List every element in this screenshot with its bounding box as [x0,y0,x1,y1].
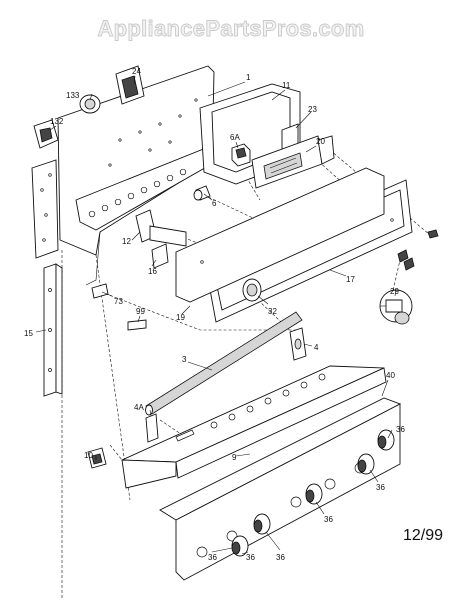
callout-17: 17 [346,275,355,284]
part-32-knob [242,278,262,302]
callout-1: 1 [246,73,251,82]
callout-20: 20 [316,137,325,146]
part-16-bracket [151,243,169,269]
part-6-shaft [193,185,211,201]
callout-12: 12 [122,237,131,246]
date-code: 12/99 [403,527,443,544]
callout-40: 40 [386,371,395,380]
part-12-bracket [135,209,187,247]
part-10-connector [87,447,107,469]
part-29-knob-screw [379,289,413,325]
valve-knob [253,513,271,535]
callout-9: 9 [232,453,237,462]
callout-4a: 4A [134,403,144,412]
callout-6: 6 [212,199,217,208]
callout-3: 3 [182,355,187,364]
part-73-clip [91,283,109,299]
watermark-text: AppliancePartsPros.com [97,16,364,41]
part-11-backguard-frame [199,83,301,185]
callout-99: 99 [136,307,145,316]
valve-knob [377,429,395,451]
callout-11: 11 [282,81,291,90]
callout-133: 133 [66,91,80,100]
valve-knob [305,483,323,505]
part-132-switch [33,119,59,149]
leader-lines [35,75,397,555]
part-19-backing-panel [175,167,385,303]
callout-36-b: 36 [376,483,385,492]
callout-36-c: 36 [324,515,333,524]
screws [397,229,439,271]
callout-132: 132 [50,117,64,126]
callout-36-d: 36 [276,553,285,562]
part-9-control-bracket [121,365,387,489]
valve-knob [357,453,375,475]
callout-36-a: 36 [396,425,405,434]
callout-6a: 6A [230,133,240,142]
part-20-clock-module [251,135,335,189]
callout-16: 16 [148,267,157,276]
part-99-clip [127,319,147,331]
part-6a-switch [231,143,251,167]
part-133-indicator-light [79,94,101,114]
part-24-rocker-switch [115,65,145,105]
part-4-bracket [289,327,307,361]
callout-36-f: 36 [208,553,217,562]
callout-23: 23 [308,105,317,114]
callout-24: 24 [132,67,141,76]
callout-10: 10 [84,451,93,460]
part-4a-bracket [145,413,159,443]
part-15-side-bracket [43,263,63,397]
callout-4: 4 [314,343,319,352]
left-side-panel [31,159,59,259]
callout-32: 32 [268,307,277,316]
callout-73: 73 [114,297,123,306]
part-1-back-panel [57,65,215,286]
callout-19: 19 [176,313,185,322]
callout-36-e: 36 [246,553,255,562]
callout-labels: 1 11 23 24 133 132 6A 20 6 12 16 17 29 7… [24,67,405,562]
valve-knob [231,535,249,557]
callout-29: 29 [390,287,399,296]
callout-15: 15 [24,329,33,338]
part-36-valve-knobs [231,429,395,557]
